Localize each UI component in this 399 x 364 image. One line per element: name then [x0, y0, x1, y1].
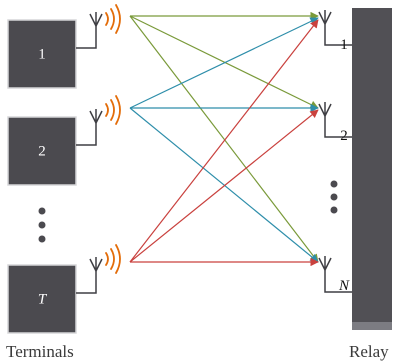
- link-1-to-2: [129, 15, 319, 109]
- terminal-2: 2: [7, 95, 121, 186]
- terminals-caption: Terminals: [6, 342, 74, 361]
- link-T-to-2: [129, 109, 319, 263]
- relay-base: [352, 322, 392, 330]
- terminal-box-1: [7, 19, 77, 89]
- antenna-icon: [318, 102, 352, 138]
- links-terminal-1: [129, 11, 319, 263]
- relay-port-1-label: 1: [340, 37, 348, 53]
- relay-body: [352, 8, 392, 330]
- link-T-to-1: [129, 19, 319, 263]
- links-terminal-2: [129, 17, 319, 263]
- terminal-1: 1: [7, 4, 121, 89]
- terminal-T: T: [7, 244, 121, 334]
- vertical-ellipsis-icon: [330, 180, 338, 214]
- links-terminal-T: [129, 19, 319, 267]
- relay-port-2-label: 2: [340, 128, 348, 144]
- relay-port-1: 1: [318, 10, 352, 53]
- antenna-icon: [76, 257, 103, 294]
- antenna-icon: [76, 12, 103, 49]
- vertical-ellipsis-icon: [38, 207, 46, 243]
- link-1-to-N: [129, 15, 319, 263]
- terminal-1-label: 1: [38, 46, 46, 62]
- terminal-box-T: [7, 264, 77, 334]
- signal-wave-icon: [105, 95, 121, 125]
- antenna-icon: [318, 256, 352, 293]
- signal-wave-icon: [105, 244, 121, 274]
- link-2-to-N: [129, 107, 319, 263]
- terminal-box-2: [7, 116, 77, 186]
- relay-port-2: 2: [318, 102, 352, 144]
- terminal-T-label: T: [38, 291, 48, 307]
- terminal-2-label: 2: [38, 143, 46, 159]
- link-2-to-1: [129, 17, 319, 109]
- relay-caption: Relay: [349, 342, 389, 361]
- antenna-icon: [318, 10, 352, 46]
- relay: [352, 8, 392, 330]
- antenna-icon: [76, 109, 103, 146]
- relay-port-N: N: [318, 256, 352, 294]
- signal-wave-icon: [105, 4, 121, 34]
- relay-port-N-label: N: [338, 278, 350, 294]
